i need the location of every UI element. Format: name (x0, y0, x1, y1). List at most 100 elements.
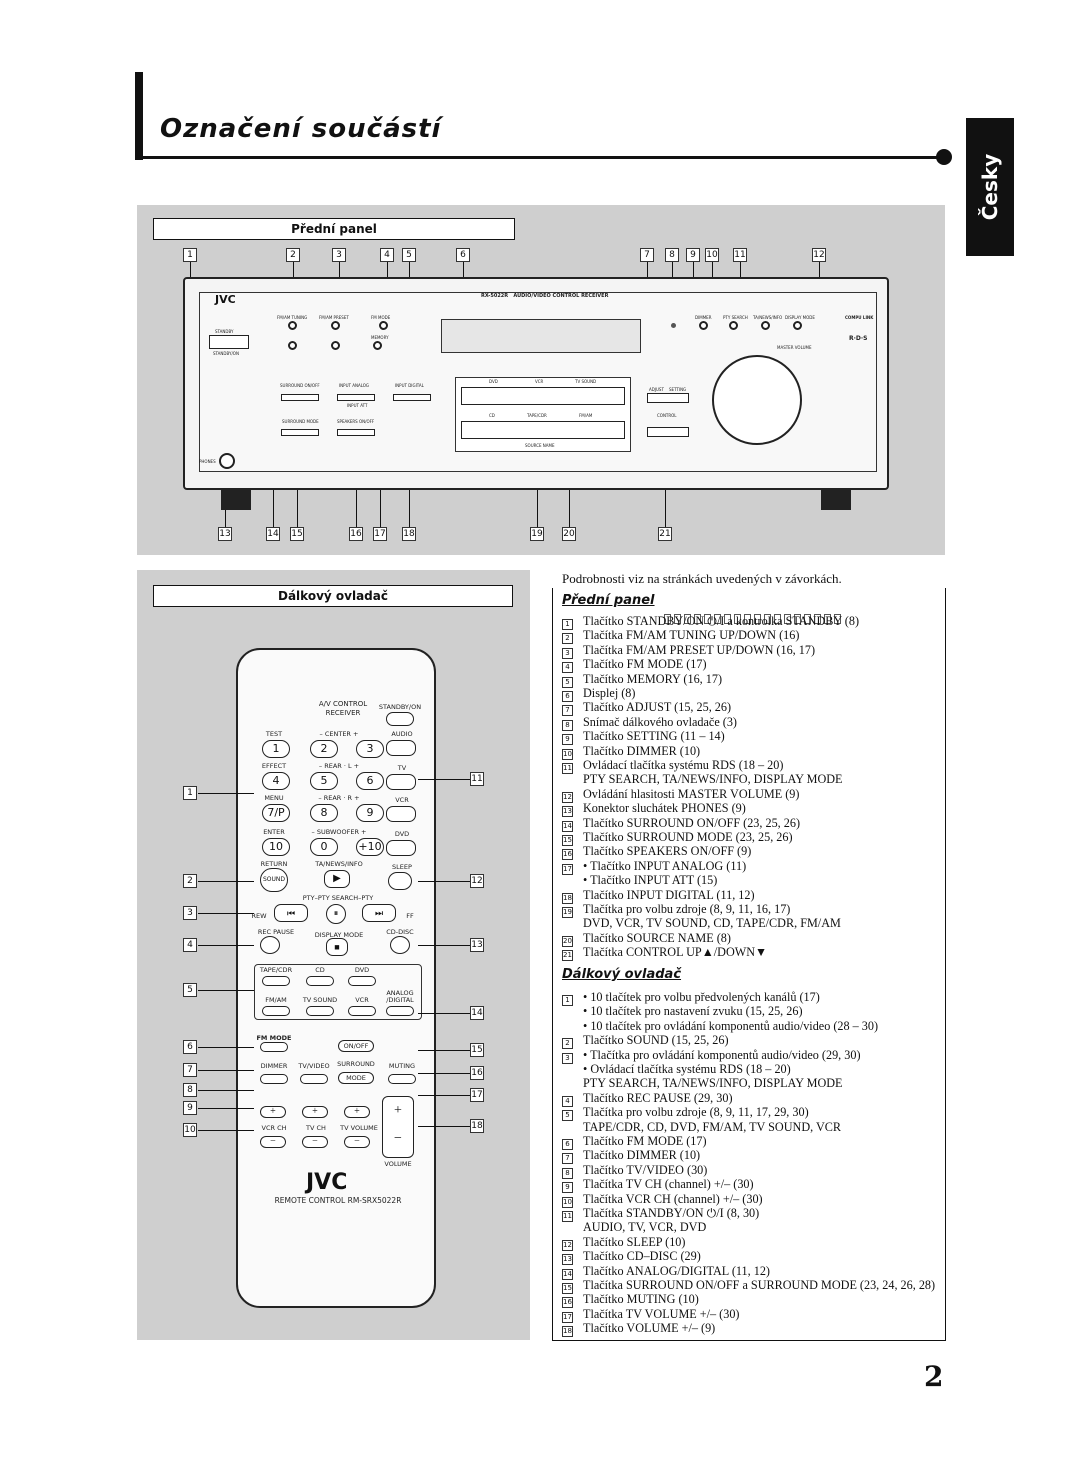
tv-volume-plus-button[interactable]: + (344, 1106, 370, 1118)
play-button[interactable]: ▶ (324, 870, 350, 888)
remote-callout-1: 1 (183, 786, 197, 800)
dimmer-button[interactable] (699, 321, 708, 330)
input-analog-button[interactable] (337, 394, 375, 401)
audio-button[interactable] (386, 740, 416, 756)
ta-news-info-button[interactable] (761, 321, 770, 330)
speakers-onoff-button[interactable] (337, 429, 375, 436)
tv-volume-minus-button[interactable]: − (344, 1136, 370, 1148)
pty-search-button[interactable] (729, 321, 738, 330)
tv-button[interactable] (386, 774, 416, 790)
pause-button[interactable]: ⏸ (326, 904, 346, 924)
rew-button[interactable]: ⏮ (274, 904, 308, 922)
vcr-ch-minus-button[interactable]: − (260, 1136, 286, 1148)
control-up-down-buttons[interactable] (647, 427, 689, 437)
muting-label: MUTING (388, 1062, 416, 1070)
standby-on-button[interactable] (209, 335, 249, 349)
digit-button-0[interactable]: 0 (310, 838, 338, 856)
item-number: 7 (562, 1153, 573, 1165)
callout-leader (198, 881, 254, 882)
surround-onoff-button[interactable]: ON/OFF (338, 1040, 374, 1052)
surround-mode-button[interactable] (281, 429, 319, 436)
callout-5: 5 (402, 248, 416, 262)
ff-button[interactable]: ⏭ (362, 904, 396, 922)
digit-button-7-P[interactable]: 7/P (262, 804, 290, 822)
digit-button-4[interactable]: 4 (262, 772, 290, 790)
ta-news-info-label: TA/NEWS/INFO (315, 860, 363, 868)
tv-ch-plus-button[interactable]: + (302, 1106, 328, 1118)
phones-jack[interactable] (219, 453, 235, 469)
surround-onoff-button[interactable] (281, 394, 319, 401)
display-mode-label: DISPLAY MODE (785, 315, 815, 320)
fm-am-button[interactable] (262, 1006, 290, 1016)
digit-button-10[interactable]: 10 (262, 838, 290, 856)
rec-pause-button[interactable] (260, 936, 280, 954)
source-row-2-buttons[interactable] (461, 421, 625, 439)
item-text: Tlačítko SOUND (15, 25, 26) (583, 1033, 729, 1048)
model-number: RX-5022R (481, 293, 509, 299)
digit-button-5[interactable]: 5 (310, 772, 338, 790)
volume-rocker[interactable]: +− (382, 1096, 414, 1158)
standby-on-button[interactable] (386, 712, 414, 726)
item-text: • 10 tlačítek pro volbu předvolených kan… (583, 990, 820, 1004)
muting-button[interactable] (388, 1074, 416, 1084)
digit-button-plus10[interactable]: +10 (356, 838, 384, 856)
digit-button-9[interactable]: 9 (356, 804, 384, 822)
input-digital-button[interactable] (393, 394, 431, 401)
adjust-setting-buttons[interactable] (647, 393, 689, 403)
surround-mode-button[interactable]: MODE (338, 1072, 374, 1084)
tv-ch-minus-button[interactable]: − (302, 1136, 328, 1148)
display-mode-button[interactable] (793, 321, 802, 330)
item-text: • Ovládací tlačítka systému RDS (18 – 20… (583, 1062, 791, 1076)
fm-am-tuning-label: FM/AM TUNING (277, 315, 308, 320)
source-row-1-buttons[interactable] (461, 387, 625, 405)
digit-button-3[interactable]: 3 (356, 740, 384, 758)
ff-label: FF (406, 912, 414, 920)
vcr-ch-plus-button[interactable]: + (260, 1106, 286, 1118)
dvd-source-button[interactable] (348, 976, 376, 986)
preset-up-button[interactable] (331, 321, 340, 330)
cd-disc-button[interactable] (390, 936, 410, 954)
description-intro: Podrobnosti viz na stránkách uvedených v… (562, 571, 842, 586)
tuning-down-button[interactable] (288, 341, 297, 350)
tv-sound-button[interactable] (306, 1006, 334, 1016)
language-tab-label: Česky (978, 153, 1002, 221)
sleep-button[interactable] (388, 872, 412, 890)
vcr-button[interactable] (386, 806, 416, 822)
master-volume-knob[interactable] (712, 355, 802, 445)
menu-label: MENU (264, 794, 284, 802)
digit-button-8[interactable]: 8 (310, 804, 338, 822)
tv-video-button[interactable] (300, 1074, 328, 1084)
callout-leader (198, 1070, 254, 1071)
subwoofer-label: – SUBWOOFER + (311, 828, 367, 836)
dvd-source-label: DVD (354, 966, 370, 974)
vcr-source-button[interactable] (348, 1006, 376, 1016)
tuning-up-button[interactable] (288, 321, 297, 330)
callout-16: 16 (349, 527, 363, 541)
cd-button[interactable] (306, 976, 334, 986)
dvd-button[interactable] (386, 840, 416, 856)
fm-mode-button[interactable] (379, 321, 388, 330)
callout-1: 1 (183, 248, 197, 262)
test-label: TEST (265, 730, 283, 738)
item-number: 13 (562, 806, 573, 818)
dimmer-button[interactable] (260, 1074, 288, 1084)
callout-18: 18 (402, 527, 416, 541)
digit-button-6[interactable]: 6 (356, 772, 384, 790)
item-number: 5 (562, 676, 573, 688)
list-item: 17• Tlačítko INPUT ANALOG (11) (562, 859, 746, 875)
tv-volume-label: TV VOLUME (340, 1124, 378, 1132)
fm-mode-button[interactable] (260, 1042, 288, 1052)
digit-button-2[interactable]: 2 (310, 740, 338, 758)
sound-button[interactable]: SOUND (260, 868, 288, 892)
digit-button-1[interactable]: 1 (262, 740, 290, 758)
memory-button[interactable] (373, 341, 382, 350)
input-digital-label: INPUT DIGITAL (395, 383, 424, 388)
analog-digital-button[interactable] (386, 1006, 414, 1016)
stop-button[interactable]: ■ (326, 938, 348, 956)
item-number (562, 1221, 573, 1232)
preset-down-button[interactable] (331, 341, 340, 350)
tape-cdr-button[interactable] (262, 976, 290, 986)
